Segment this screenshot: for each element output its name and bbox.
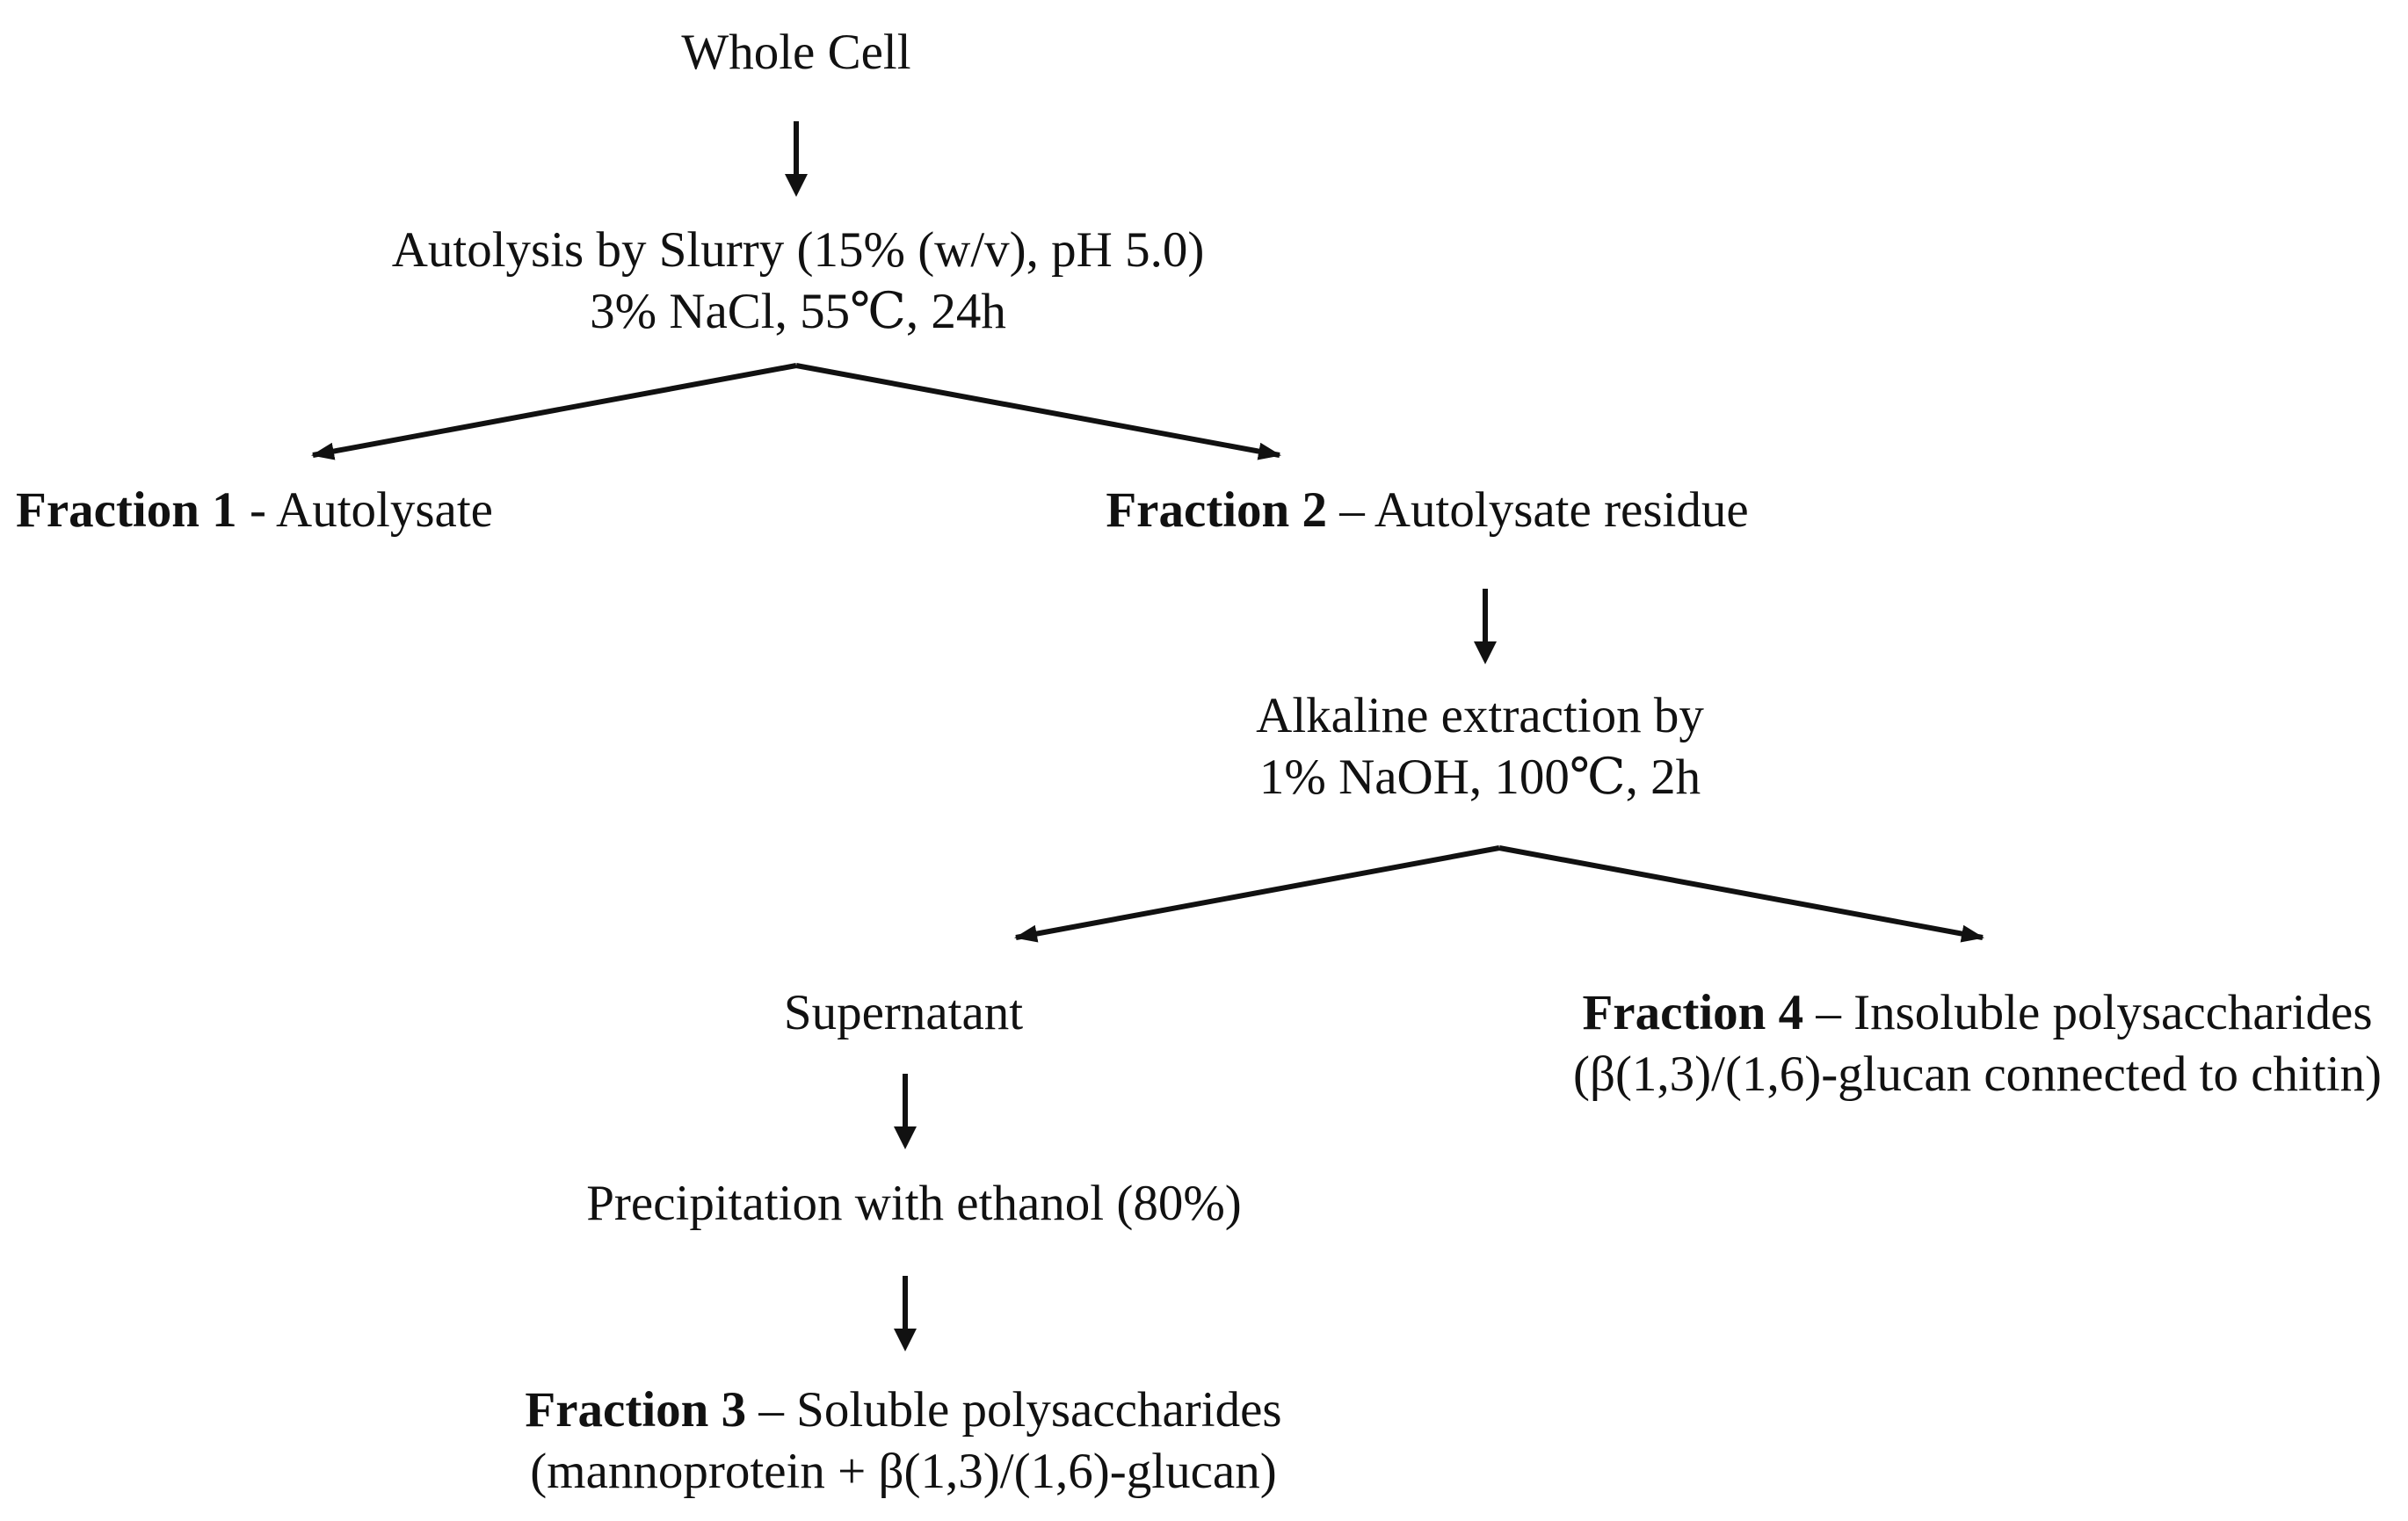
whole-cell-label: Whole Cell: [681, 25, 911, 80]
autolysis-line-2: 3% NaCl, 55℃, 24h: [590, 284, 1006, 339]
node-alkaline-extraction: Alkaline extraction by 1% NaOH, 100℃, 2h: [1256, 685, 1704, 808]
alkaline-line-1: Alkaline extraction by: [1256, 688, 1704, 743]
fraction-3-name: Fraction 3: [525, 1382, 747, 1438]
node-autolysis: Autolysis by Slurry (15% (w/v), pH 5.0) …: [392, 220, 1205, 343]
arrowhead-fraction2-to-alkaline: [1474, 641, 1497, 664]
arrow-alkaline-to-fraction4: [1498, 845, 1984, 943]
fraction-4-line-2: (β(1,3)/(1,6)-glucan connected to chitin…: [1572, 1047, 2383, 1102]
fraction-3-line-2: (mannoprotein + β(1,3)/(1,6)-glucan): [530, 1444, 1277, 1499]
node-fraction-2: Fraction 2 – Autolysate residue: [1106, 480, 1748, 541]
arrowhead-precipitation-to-fraction3: [894, 1329, 917, 1351]
node-whole-cell: Whole Cell: [681, 22, 910, 83]
fraction-2-name: Fraction 2: [1106, 482, 1328, 538]
fraction-3-desc: – Soluble polysaccharides: [746, 1382, 1282, 1438]
node-supernatant: Supernatant: [784, 982, 1023, 1044]
fraction-4-desc: – Insoluble polysaccharides: [1803, 985, 2373, 1040]
fraction-4-name: Fraction 4: [1582, 985, 1804, 1040]
fraction-1-desc: - Autolysate: [236, 482, 493, 538]
arrow-autolysis-to-fraction2: [795, 363, 1281, 460]
node-fraction-4: Fraction 4 – Insoluble polysaccharides (…: [1573, 982, 2382, 1105]
fraction-2-desc: – Autolysate residue: [1327, 482, 1749, 538]
node-fraction-3: Fraction 3 – Soluble polysaccharides (ma…: [525, 1380, 1281, 1503]
arrowhead-wholecell-to-autolysis: [785, 174, 808, 197]
arrow-alkaline-to-supernatant: [1014, 845, 1500, 943]
node-precipitation: Precipitation with ethanol (80%): [586, 1173, 1242, 1235]
supernatant-label: Supernatant: [783, 985, 1024, 1040]
arrow-autolysis-to-fraction1: [311, 363, 797, 460]
precipitation-label: Precipitation with ethanol (80%): [586, 1176, 1242, 1231]
node-fraction-1: Fraction 1 - Autolysate: [16, 480, 493, 541]
fraction-1-name: Fraction 1: [16, 482, 237, 538]
alkaline-line-2: 1% NaOH, 100℃, 2h: [1258, 750, 1701, 805]
arrowhead-supernatant-to-precipitation: [894, 1126, 917, 1149]
autolysis-line-1: Autolysis by Slurry (15% (w/v), pH 5.0): [391, 222, 1205, 278]
